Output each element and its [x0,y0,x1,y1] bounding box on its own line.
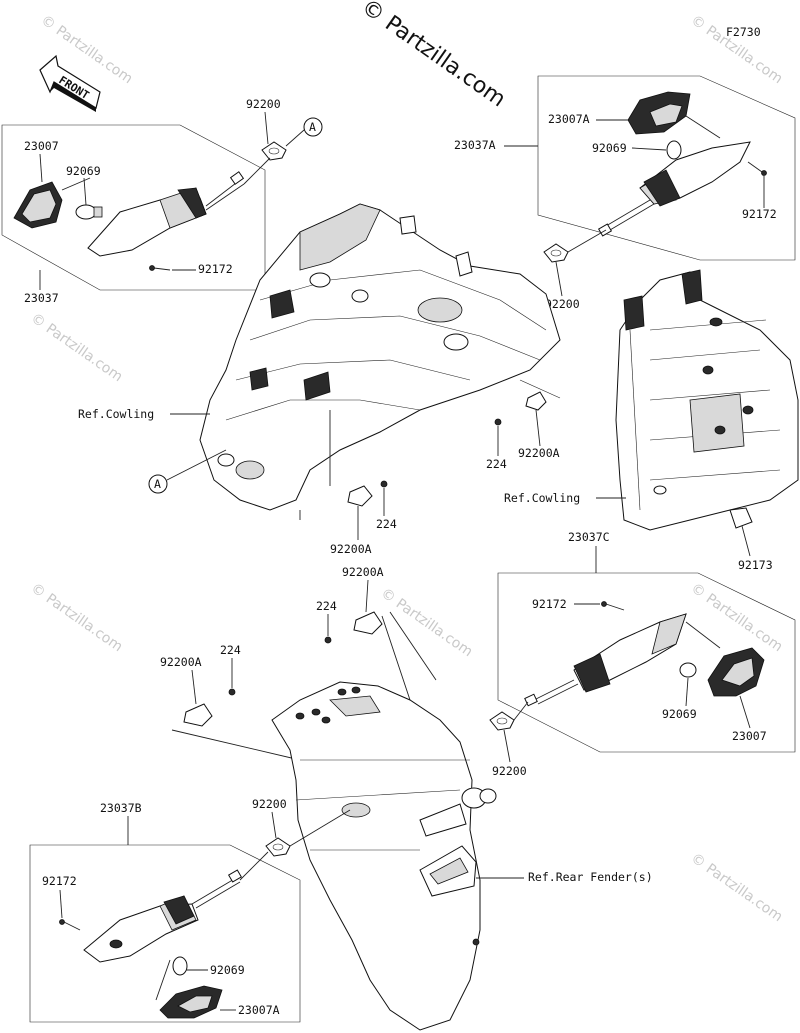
label-224: 224 [376,517,397,531]
screw-92172-r [601,601,625,611]
label-92069: 92069 [662,707,697,721]
label-224: 224 [486,457,507,471]
screw-224-mid1 [494,418,502,426]
label-23007A: 23007A [238,1003,280,1017]
screw-92172-tl [149,265,171,271]
label-92172: 92172 [742,207,777,221]
screw-224-l [228,688,236,696]
label-23007: 23007 [24,139,59,153]
label-92069: 92069 [210,963,245,977]
lens-23007-r [707,647,765,697]
callout-a-top: A [285,117,323,147]
label-92172: 92172 [198,262,233,276]
grommet-92200-r [489,711,515,731]
rear-frame [615,269,799,531]
watermark: © Partzilla.com [378,585,476,660]
label-92069: 92069 [66,164,101,178]
label-23037B: 23037B [100,801,142,815]
label-23037: 23037 [24,291,59,305]
label-92200A: 92200A [518,446,560,460]
label-92200: 92200 [545,297,580,311]
copyright-text: © Partzilla.com [357,0,510,112]
label-23037C: 23037C [568,530,610,544]
label-92200A: 92200A [160,655,202,669]
label-92200: 92200 [492,764,527,778]
signal-housing-23037A [597,141,751,237]
label-23037A: 23037A [454,138,496,152]
group-23037A: 23007A 23037A 92069 92172 92200 [454,75,796,311]
screw-224-mid2 [380,480,388,488]
bracket-92200A-mid2 [347,485,373,507]
callout-a-bottom: A [148,449,227,494]
bracket-92200A-l [183,703,213,727]
watermark: © Partzilla.com [28,580,126,655]
grommet-92200-bl [265,837,291,857]
front-arrow-icon: FRONT [39,54,101,112]
bulb-92069-r [679,662,697,678]
label-92200A: 92200A [330,542,372,556]
watermark: © Partzilla.com [688,12,786,87]
label-92173: 92173 [738,558,773,572]
watermark: © Partzilla.com [28,310,126,385]
rear-fender [271,681,497,1031]
label-92200: 92200 [246,97,281,111]
group-23037B: 23037B 92172 92069 23007A [29,801,301,1023]
label-92069: 92069 [592,141,627,155]
lens-23007 [13,181,63,229]
figure-code: F2730 [726,25,761,39]
label-ref-cowling-right: Ref.Cowling [504,491,580,505]
label-ref-rear-fender: Ref.Rear Fender(s) [528,870,653,884]
label-92200: 92200 [252,797,287,811]
watermark: © Partzilla.com [688,850,786,925]
front-cowling [199,203,561,520]
screw-224-c [324,636,332,644]
bracket-92200A-mid1 [519,379,561,411]
label-92200A: 92200A [342,565,384,579]
signal-housing-23037B [83,869,243,963]
lens-23007A-bl [159,985,223,1019]
label-ref-cowling-left: Ref.Cowling [78,407,154,421]
bulb-92069 [75,204,103,220]
label-23007A: 23007A [548,112,590,126]
label-224: 224 [316,599,337,613]
screw-92172-bl [59,919,81,931]
signal-housing-23037 [87,171,245,257]
grommet-92200-tr [543,243,569,263]
label-92172: 92172 [42,874,77,888]
signal-housing-23037C [524,613,687,707]
bulb-92069-bl [172,956,188,976]
lens-23007A-top [627,91,691,135]
label-23007: 23007 [732,729,767,743]
bulb-92069-tr [666,140,682,160]
label-224: 224 [220,643,241,657]
bracket-92200A-c [353,611,383,635]
grommet-92200-tl [261,141,287,161]
screw-92172-tr [747,161,767,176]
label-92172: 92172 [532,597,567,611]
svg-text:A: A [309,120,316,134]
svg-text:A: A [154,477,161,491]
